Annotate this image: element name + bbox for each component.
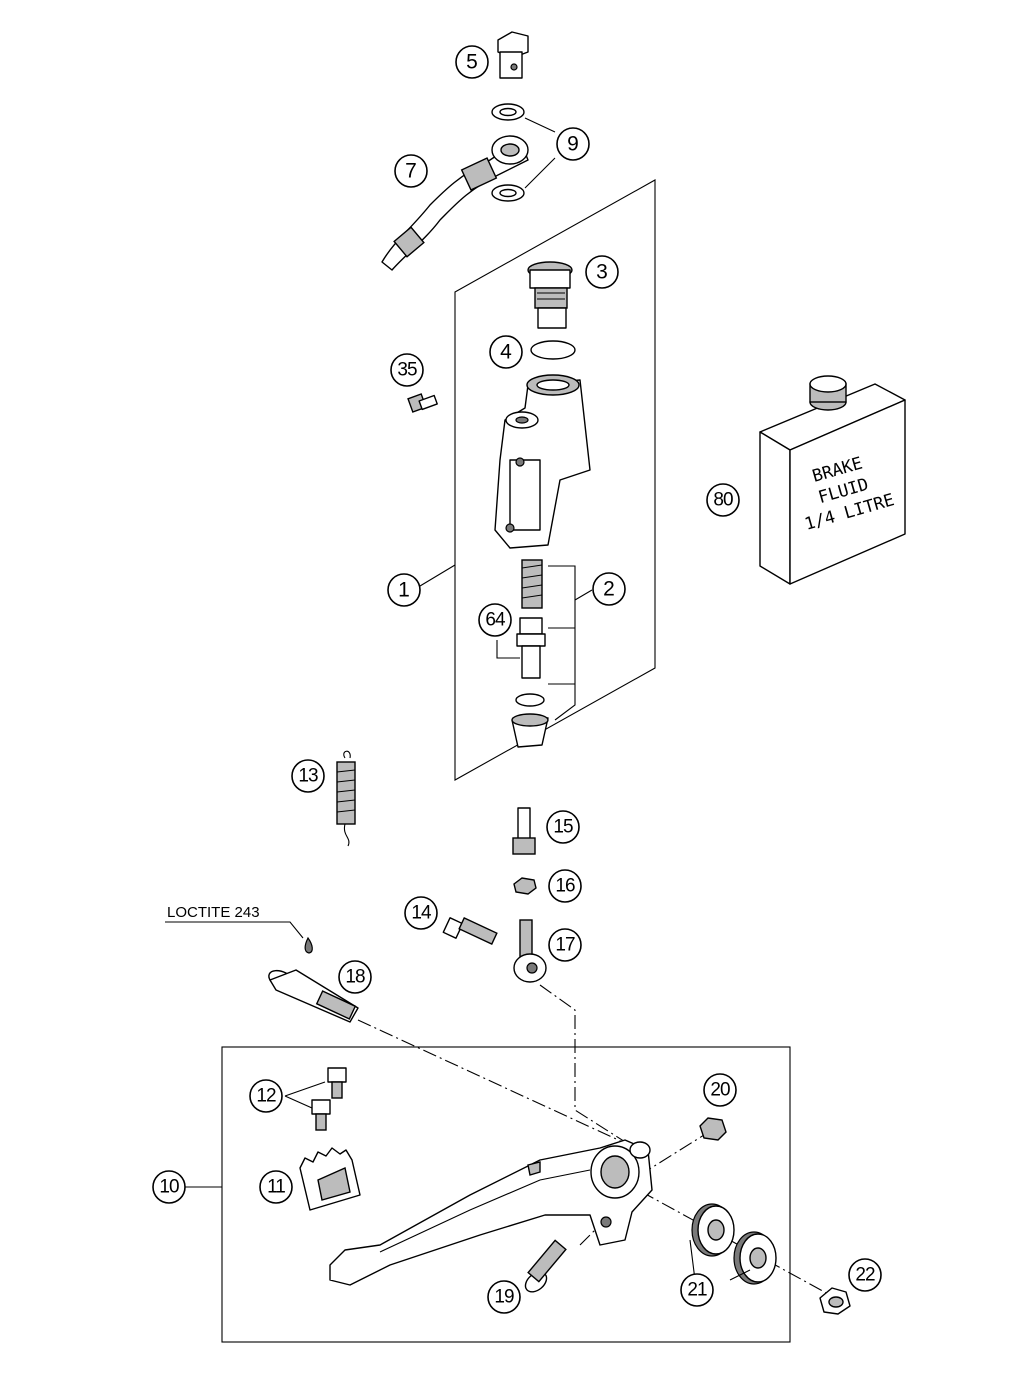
callout-15: 15	[546, 810, 580, 844]
master-cylinder-group-frame	[454, 179, 656, 781]
cylinder-screw-part	[268, 936, 359, 1023]
callout-5-text: 5	[466, 51, 478, 74]
callout-10: 10	[152, 1170, 186, 1204]
label-9-leader	[524, 117, 556, 189]
callout-13-text: 13	[298, 766, 318, 787]
return-spring-part	[336, 750, 356, 847]
callout-15-text: 15	[553, 817, 573, 838]
callout-20: 20	[703, 1073, 737, 1107]
brake-hose-part	[381, 135, 529, 271]
callout-80: 80	[706, 483, 740, 517]
assembly-line-nut20	[639, 1129, 713, 1176]
callout-9: 9	[556, 127, 590, 161]
callout-35: 35	[390, 353, 424, 387]
callout-17: 17	[548, 928, 582, 962]
reservoir-connector-part	[527, 261, 573, 329]
pedal-nut-part	[699, 1117, 727, 1141]
callout-7: 7	[394, 154, 428, 188]
callout-18: 18	[338, 960, 372, 994]
callout-4: 4	[489, 335, 523, 369]
callout-22-text: 22	[855, 1265, 875, 1286]
axle-nut-part	[819, 1287, 851, 1315]
loctite-note: LOCTITE 243	[167, 904, 260, 921]
assembly-line-bolt18	[357, 1019, 641, 1151]
brake-fluid-can-part: BRAKE FLUID 1/4 LITRE	[759, 375, 906, 585]
banjo-bolt-part	[497, 31, 529, 79]
label-12-leader	[284, 1081, 326, 1109]
piston-set-part	[511, 559, 549, 748]
loctite-drop-icon	[304, 936, 313, 954]
label-21-leader	[689, 1239, 751, 1281]
callout-11-text: 11	[267, 1177, 285, 1198]
step-screw-upper-part	[327, 1067, 347, 1099]
callout-21: 21	[680, 1273, 714, 1307]
step-screw-lower-part	[311, 1099, 331, 1131]
step-plate-part	[299, 1147, 361, 1211]
assembly-line-clevis	[539, 984, 631, 1146]
callout-12-text: 12	[256, 1086, 276, 1107]
callout-64-text: 64	[485, 610, 506, 631]
callout-35-text: 35	[397, 360, 417, 381]
callout-16-text: 16	[555, 876, 575, 897]
callout-7-text: 7	[405, 160, 417, 183]
callout-2-text: 2	[603, 578, 615, 601]
callout-1-text: 1	[398, 579, 410, 602]
callout-13: 13	[291, 759, 325, 793]
callout-16: 16	[548, 869, 582, 903]
o-ring-part	[530, 340, 576, 360]
callout-64: 64	[478, 603, 512, 637]
lock-nut-part	[513, 877, 537, 895]
copper-washer-lower	[491, 184, 525, 202]
callout-20-text: 20	[710, 1080, 730, 1101]
callout-3-text: 3	[596, 261, 608, 284]
callout-4-text: 4	[500, 341, 512, 364]
label-1-leader	[419, 564, 456, 587]
callout-22: 22	[848, 1258, 882, 1292]
callout-9-text: 9	[567, 133, 579, 156]
callout-21-text: 21	[687, 1280, 707, 1301]
callout-3: 3	[585, 255, 619, 289]
callout-12: 12	[249, 1079, 283, 1113]
master-cylinder-body-part	[494, 374, 591, 549]
piston-set-bracket	[548, 565, 593, 721]
callout-19: 19	[487, 1280, 521, 1314]
callout-10-text: 10	[159, 1177, 179, 1198]
brake-pedal-group-frame	[221, 1046, 791, 1343]
pedal-bolt-part	[524, 1239, 567, 1293]
callout-19-text: 19	[494, 1287, 514, 1308]
clevis-part	[513, 919, 547, 983]
callout-18-text: 18	[345, 967, 365, 988]
callout-14: 14	[404, 896, 438, 930]
assembly-line-axle	[619, 1179, 831, 1296]
callout-5: 5	[455, 45, 489, 79]
callout-2: 2	[592, 572, 626, 606]
callout-1: 1	[387, 573, 421, 607]
piston-bracket	[496, 640, 520, 659]
callout-11: 11	[259, 1170, 293, 1204]
bearing-left-part	[691, 1203, 735, 1257]
push-rod-part	[512, 807, 536, 855]
copper-washer-upper	[491, 103, 525, 121]
brake-pedal-part	[329, 1139, 653, 1286]
callout-14-text: 14	[411, 903, 432, 924]
callout-80-text: 80	[713, 490, 733, 511]
pin-bolt-part	[442, 917, 498, 945]
screw-part	[407, 393, 438, 413]
bearing-right-part	[733, 1231, 777, 1285]
callout-17-text: 17	[555, 935, 575, 956]
loctite-leader	[165, 921, 304, 939]
